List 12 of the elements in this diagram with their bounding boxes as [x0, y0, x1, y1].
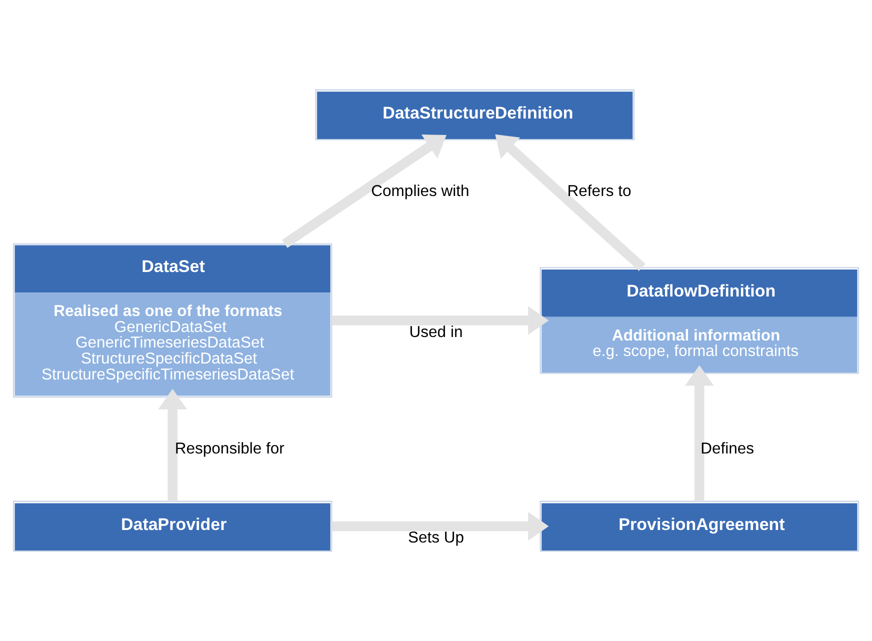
arrow	[332, 306, 549, 335]
edge-label: Responsible for	[174, 440, 284, 458]
arrow	[158, 388, 187, 502]
arrow	[685, 365, 714, 502]
edge-label: Sets Up	[408, 530, 464, 547]
arrow	[495, 134, 646, 272]
edge-label: Complies with	[371, 182, 470, 200]
edge-label: Defines	[700, 440, 754, 458]
edge-label: Refers to	[567, 182, 632, 200]
arrow	[282, 134, 447, 248]
edge-label: Used in	[409, 324, 463, 341]
arrow	[332, 512, 549, 541]
